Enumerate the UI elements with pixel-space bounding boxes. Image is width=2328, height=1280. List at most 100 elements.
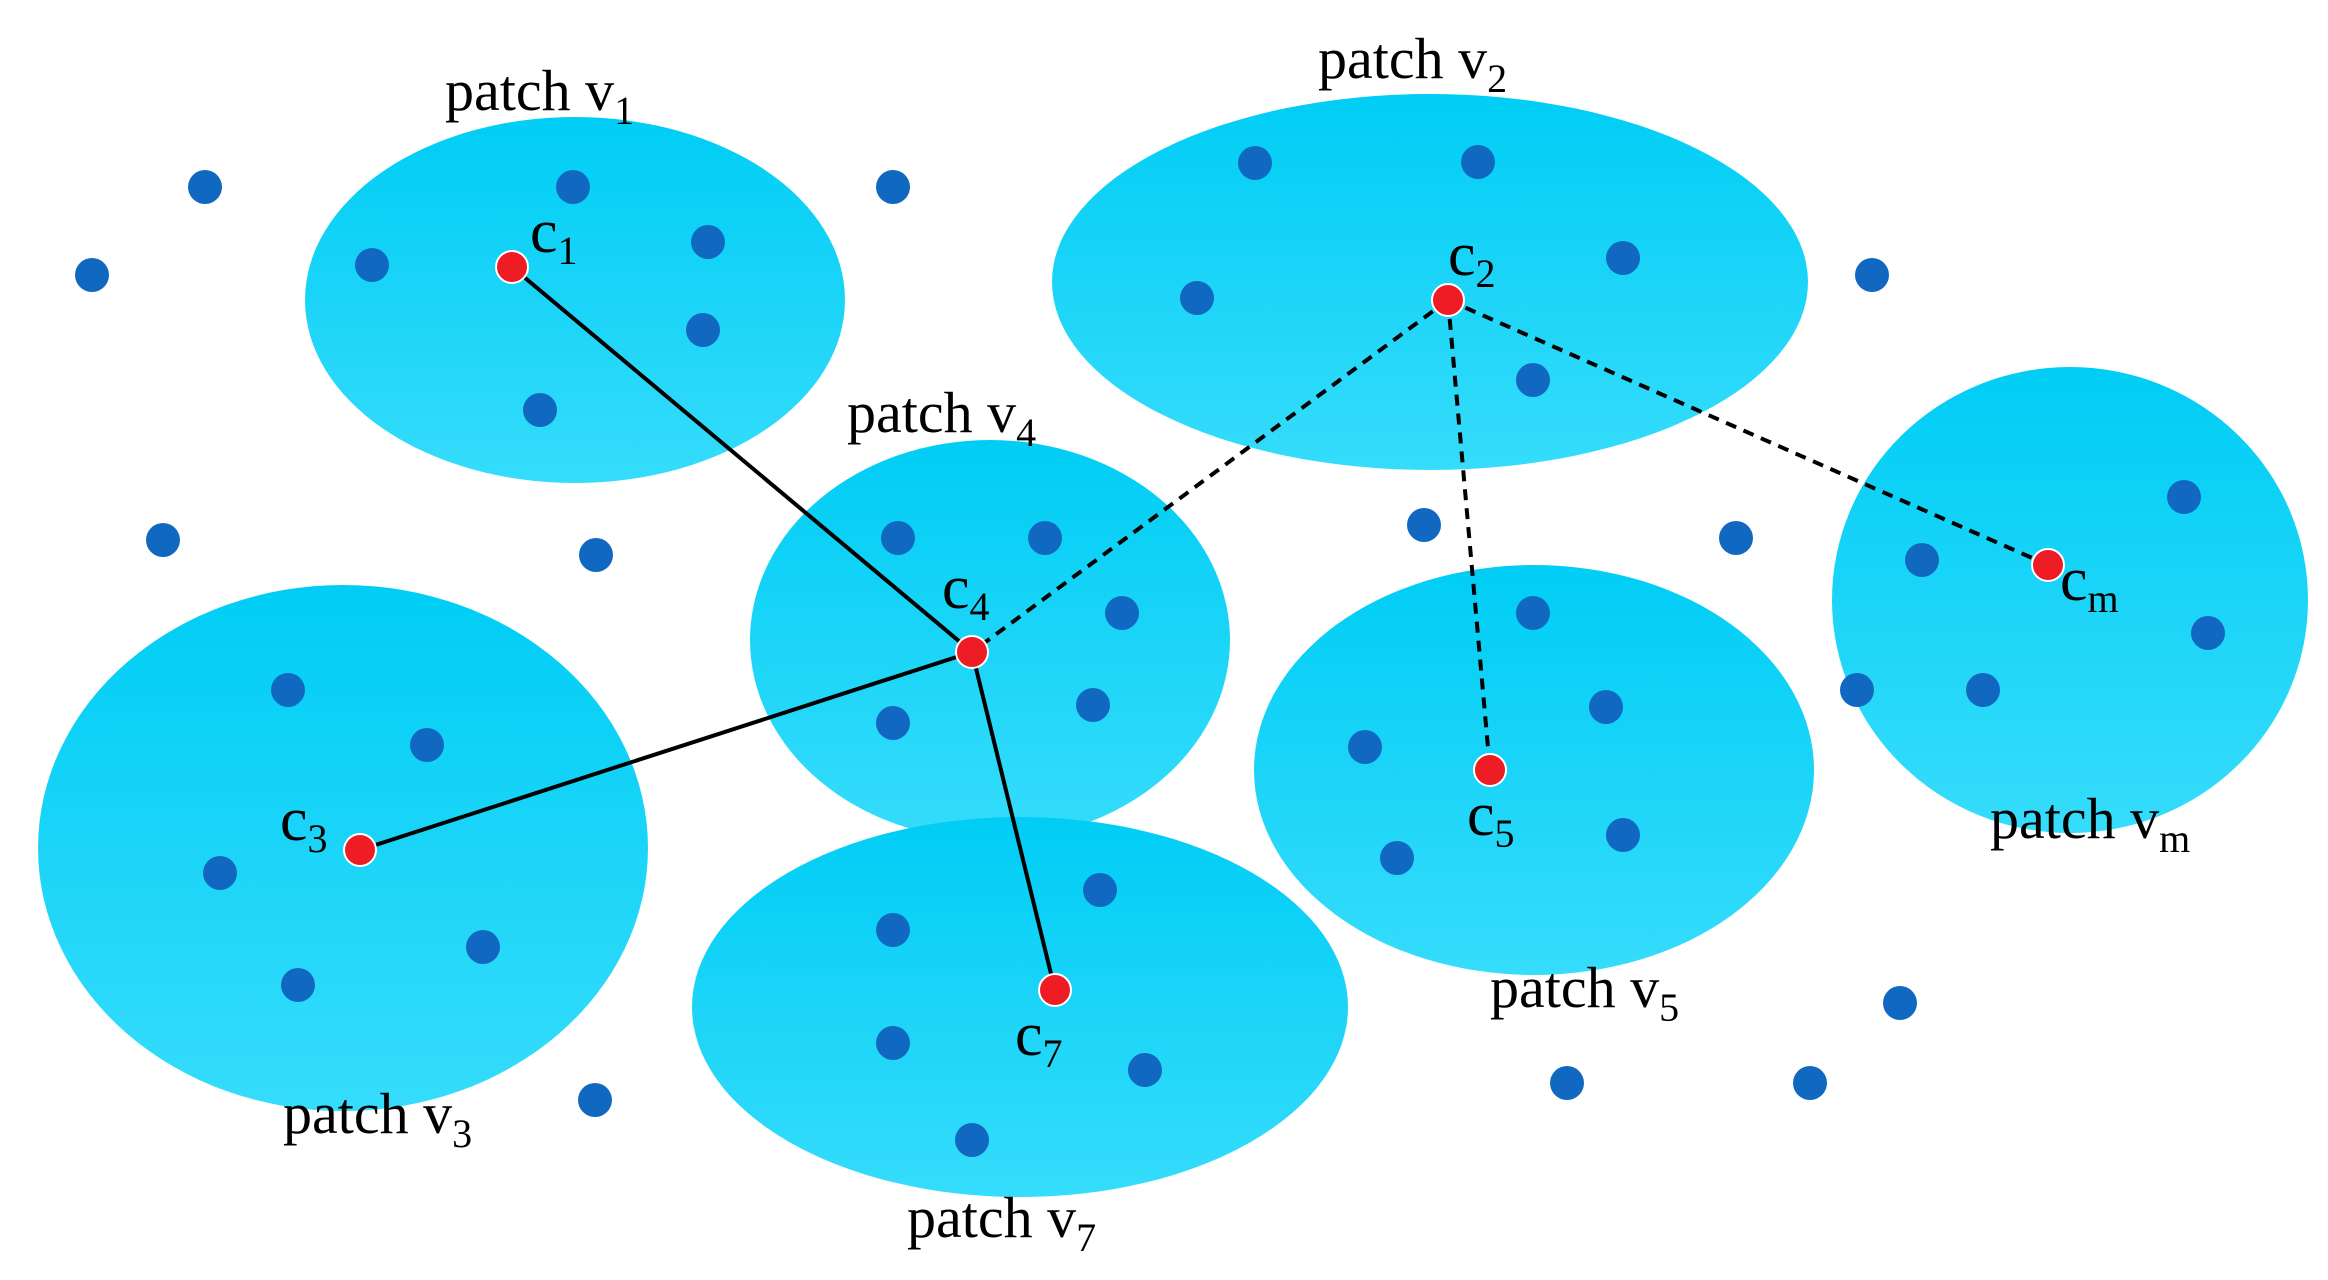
centroid-cm-label: cm bbox=[2060, 546, 2119, 621]
graph-node bbox=[271, 673, 305, 707]
graph-node bbox=[955, 1123, 989, 1157]
graph-node bbox=[556, 170, 590, 204]
link-c2-c5-dashed bbox=[1446, 299, 1492, 771]
graph-node bbox=[1461, 145, 1495, 179]
patch-v5-label-sub: 5 bbox=[1659, 985, 1679, 1030]
graph-node bbox=[1105, 596, 1139, 630]
link-c4-c1-solid bbox=[510, 265, 974, 654]
centroid-c5-label: c5 bbox=[1467, 781, 1515, 856]
graph-node bbox=[355, 248, 389, 282]
centroid-c1-label: c1 bbox=[530, 198, 578, 273]
graph-node bbox=[876, 170, 910, 204]
patch-v1-region bbox=[305, 117, 845, 483]
graph-node bbox=[876, 913, 910, 947]
graph-node bbox=[1793, 1066, 1827, 1100]
graph-node bbox=[1719, 521, 1753, 555]
patch-v1-label-sub: 1 bbox=[614, 88, 634, 133]
graph-node bbox=[2191, 616, 2225, 650]
centroid-c2-label-base: c bbox=[1448, 221, 1476, 289]
graph-node bbox=[523, 393, 557, 427]
centroid-c3-label-sub: 3 bbox=[308, 816, 328, 861]
link-c2-cm-dashed bbox=[1447, 298, 2049, 567]
graph-node bbox=[2167, 480, 2201, 514]
graph-node bbox=[146, 523, 180, 557]
graph-node bbox=[876, 1026, 910, 1060]
graph-node bbox=[876, 706, 910, 740]
centroid-cm-node bbox=[2031, 548, 2065, 582]
patch-v2-label: patch v2 bbox=[1318, 26, 1507, 101]
centroid-c1-label-sub: 1 bbox=[558, 228, 578, 273]
graph-node bbox=[1238, 146, 1272, 180]
patch-v4-label: patch v4 bbox=[847, 380, 1036, 455]
centroid-c7-label-base: c bbox=[1015, 1001, 1043, 1069]
link-c4-c3-solid bbox=[359, 650, 973, 852]
centroid-cm-label-sub: m bbox=[2088, 576, 2119, 621]
graph-node bbox=[1883, 986, 1917, 1020]
centroid-c4-label: c4 bbox=[942, 554, 990, 629]
centroid-c7-label: c7 bbox=[1015, 1001, 1063, 1076]
centroid-c5-node bbox=[1473, 753, 1507, 787]
patch-v5-label-base: patch v bbox=[1490, 955, 1659, 1020]
patch-vm-label-sub: m bbox=[2159, 816, 2190, 861]
graph-node bbox=[686, 313, 720, 347]
link-c2-c4-dashed bbox=[970, 298, 1450, 654]
centroid-c1-label-base: c bbox=[530, 198, 558, 266]
graph-node bbox=[75, 258, 109, 292]
centroid-cm-label-base: c bbox=[2060, 546, 2088, 614]
patch-vm-label: patch vm bbox=[1990, 786, 2190, 861]
node-layer bbox=[75, 145, 2225, 1157]
graph-node bbox=[1348, 730, 1382, 764]
graph-node bbox=[691, 225, 725, 259]
graph-node bbox=[1606, 818, 1640, 852]
patch-v4-label-sub: 4 bbox=[1016, 410, 1036, 455]
graph-node bbox=[1076, 688, 1110, 722]
graph-node bbox=[881, 521, 915, 555]
patch-v2-region bbox=[1052, 94, 1808, 470]
graph-node bbox=[1589, 690, 1623, 724]
graph-node bbox=[410, 728, 444, 762]
patch-v2-label-base: patch v bbox=[1318, 26, 1487, 91]
graph-node bbox=[188, 170, 222, 204]
graph-node bbox=[1180, 281, 1214, 315]
centroid-c5-label-sub: 5 bbox=[1495, 811, 1515, 856]
patch-v3-label-base: patch v bbox=[283, 1081, 452, 1146]
patch-v7-label: patch v7 bbox=[907, 1185, 1096, 1260]
graph-node bbox=[1905, 543, 1939, 577]
centroid-c3-label: c3 bbox=[280, 786, 328, 861]
graph-node bbox=[1516, 363, 1550, 397]
patch-v1-label-base: patch v bbox=[445, 58, 614, 123]
link-c4-c7-solid bbox=[970, 651, 1057, 991]
graph-node bbox=[1028, 521, 1062, 555]
centroid-c4-label-base: c bbox=[942, 554, 970, 622]
centroid-c2-label-sub: 2 bbox=[1476, 251, 1496, 296]
centroid-c5-label-base: c bbox=[1467, 781, 1495, 849]
centroid-c4-label-sub: 4 bbox=[970, 584, 990, 629]
centroid-c1-node bbox=[495, 250, 529, 284]
link-layer bbox=[359, 265, 2049, 991]
graph-node bbox=[203, 856, 237, 890]
patch-label-layer: patch v1 patch v2 patch v3 patch v4 patc… bbox=[283, 26, 2190, 1260]
centroid-c7-node bbox=[1038, 973, 1072, 1007]
graph-node bbox=[466, 930, 500, 964]
graph-node bbox=[1840, 673, 1874, 707]
graph-node bbox=[281, 968, 315, 1002]
graph-node bbox=[1380, 841, 1414, 875]
centroid-layer bbox=[343, 250, 2065, 1007]
patch-v7-label-sub: 7 bbox=[1076, 1215, 1096, 1260]
patch-v7-label-base: patch v bbox=[907, 1185, 1076, 1250]
graph-node bbox=[579, 538, 613, 572]
patch-v3-label: patch v3 bbox=[283, 1081, 472, 1156]
patch-v7-region bbox=[692, 817, 1348, 1197]
graph-node bbox=[1128, 1053, 1162, 1087]
centroid-c7-label-sub: 7 bbox=[1043, 1031, 1063, 1076]
patch-v1-label: patch v1 bbox=[445, 58, 634, 133]
graph-node bbox=[578, 1083, 612, 1117]
graph-node bbox=[1855, 258, 1889, 292]
graph-node bbox=[1550, 1066, 1584, 1100]
centroid-label-layer: c1 c2 c3 c4 c5 c7 cm bbox=[280, 198, 2119, 1076]
graph-node bbox=[1966, 673, 2000, 707]
centroid-c2-label: c2 bbox=[1448, 221, 1496, 296]
patch-v4-label-base: patch v bbox=[847, 380, 1016, 445]
centroid-c3-label-base: c bbox=[280, 786, 308, 854]
